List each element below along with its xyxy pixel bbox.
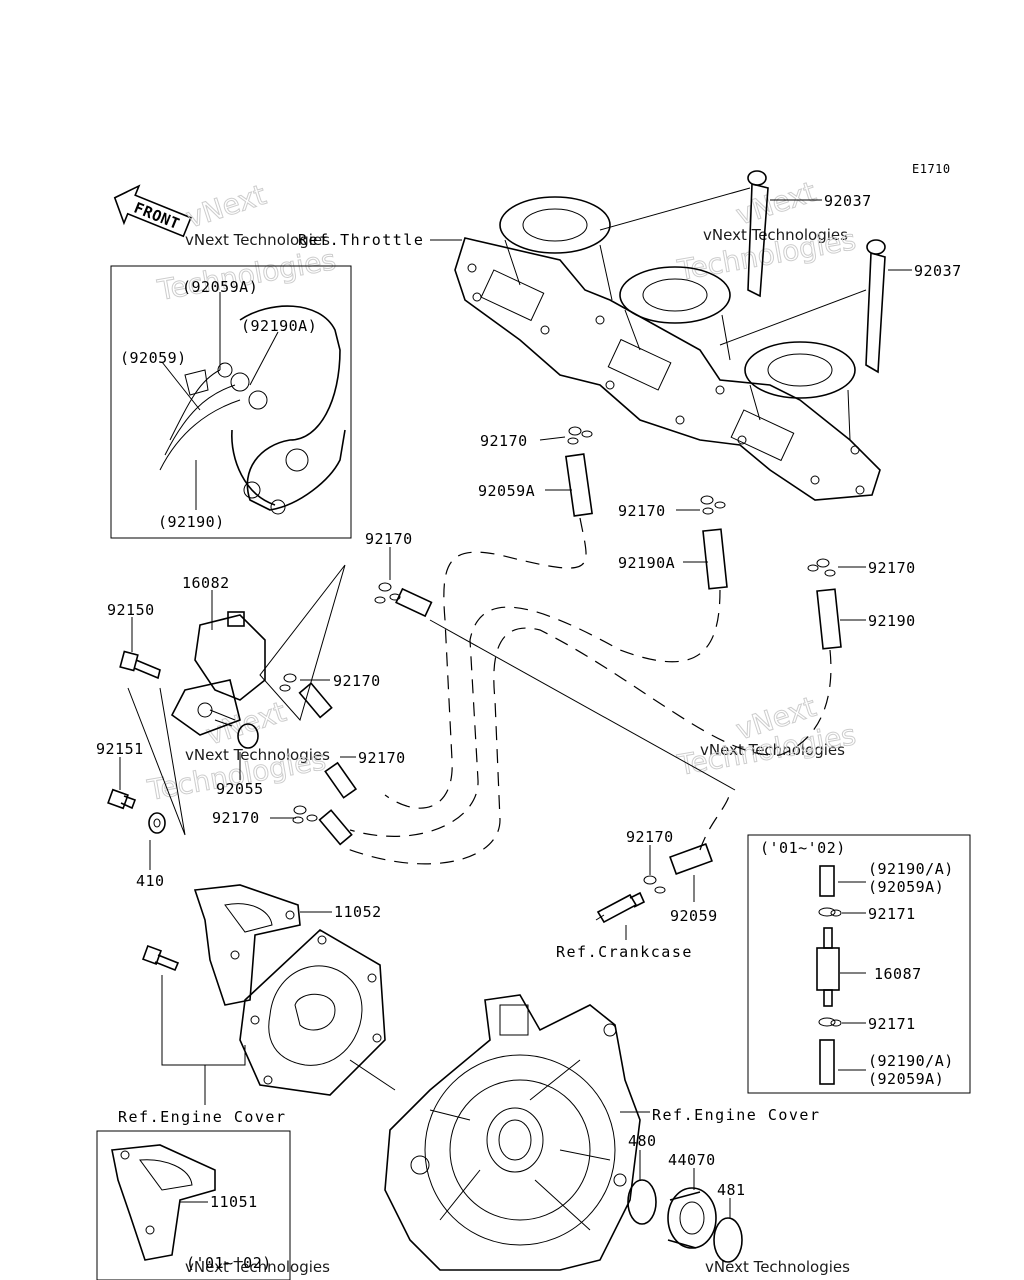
- label-92170-5: 92170: [333, 672, 381, 690]
- svg-text:vNext Technologies: vNext Technologies: [703, 226, 848, 244]
- hose-pieces-left: [298, 587, 433, 846]
- hose-92059: [669, 843, 713, 875]
- label-92151: 92151: [96, 740, 144, 758]
- label-92170-1: 92170: [480, 432, 528, 450]
- bolt-bracket: [142, 945, 180, 972]
- clips-92170: [279, 426, 836, 894]
- inset-label-92059A: (92059A): [182, 278, 258, 296]
- inset-top-left-drawing: [159, 305, 346, 515]
- inset-label-92190A: (92190A): [241, 317, 317, 335]
- label-92170-2: 92170: [618, 502, 666, 520]
- inset-label-92059: (92059): [120, 349, 187, 367]
- seal-480: [627, 1179, 657, 1225]
- inset-right-label-1: (92190/A): [868, 860, 954, 878]
- label-92059: 92059: [670, 907, 718, 925]
- label-92170-3: 92170: [868, 559, 916, 577]
- inset-right-label-4: 16087: [874, 965, 922, 983]
- svg-text:vNext Technologies: vNext Technologies: [185, 1258, 330, 1276]
- inset-right-label-6: (92190/A): [868, 1052, 954, 1070]
- label-480: 480: [628, 1132, 657, 1150]
- valve-16082: [170, 611, 266, 736]
- diagram-code: E1710: [912, 162, 951, 176]
- clamp-92037-b: [865, 239, 886, 374]
- bracket-11052: [193, 884, 301, 1006]
- svg-text:vNext Technologies: vNext Technologies: [700, 741, 845, 759]
- inset-right-drawing: [816, 865, 842, 1085]
- washer-410: [148, 812, 166, 834]
- label-92170-8: 92170: [626, 828, 674, 846]
- engine-cover: [384, 994, 641, 1271]
- inset-right-label-3: 92171: [868, 905, 916, 923]
- crankcase-fitting: [595, 891, 646, 924]
- label-92037-b: 92037: [914, 262, 962, 280]
- hose-line: [429, 619, 736, 791]
- bolt-92151: [107, 788, 137, 810]
- inset-right-label-5: 92171: [868, 1015, 916, 1033]
- hose-92059A: [565, 453, 593, 517]
- label-11051: 11051: [210, 1193, 258, 1211]
- inset-right: [747, 834, 971, 1094]
- svg-text:vNext Technologies: vNext Technologies: [705, 1258, 850, 1276]
- label-92190: 92190: [868, 612, 916, 630]
- inset-right-label-7: (92059A): [868, 1070, 944, 1088]
- hose-routing: [344, 517, 832, 865]
- label-44070: 44070: [668, 1151, 716, 1169]
- label-92059A: 92059A: [478, 482, 535, 500]
- hose-92190: [816, 588, 842, 650]
- ring-92055: [237, 723, 259, 749]
- label-92170-7: 92170: [212, 809, 260, 827]
- inset-bottom-left: [96, 1130, 291, 1280]
- label-92170-6: 92170: [358, 749, 406, 767]
- ref-crankcase: Ref.Crankcase: [556, 943, 693, 961]
- ref-engine-cover-left: Ref.Engine Cover: [118, 1108, 287, 1126]
- label-92150: 92150: [107, 601, 155, 619]
- svg-text:vNext: vNext: [182, 178, 270, 235]
- svg-text:Technologies: Technologies: [155, 243, 339, 307]
- front-arrow: FRONT: [113, 184, 192, 238]
- label-92055: 92055: [216, 780, 264, 798]
- label-16082: 16082: [182, 574, 230, 592]
- clamp-92037-a: [747, 170, 769, 298]
- svg-text:vNext: vNext: [202, 695, 290, 752]
- label-92190A: 92190A: [618, 554, 675, 572]
- label-92170-4: 92170: [365, 530, 413, 548]
- label-481: 481: [717, 1181, 746, 1199]
- bolt-92150: [119, 650, 161, 680]
- label-410: 410: [136, 872, 165, 890]
- inset-top-left: [110, 265, 352, 539]
- inset-right-label-2: (92059A): [868, 878, 944, 896]
- throttle-manifold-drawing: [454, 196, 881, 501]
- ref-throttle: Ref.Throttle: [298, 231, 424, 249]
- label-11052: 11052: [334, 903, 382, 921]
- ref-engine-cover-right: Ref.Engine Cover: [652, 1106, 821, 1124]
- label-92037-a: 92037: [824, 192, 872, 210]
- cover-plate: [239, 929, 386, 1096]
- svg-text:vNext Technologies: vNext Technologies: [185, 746, 330, 764]
- inset-right-year: ('01~'02): [760, 839, 846, 857]
- inset-label-92190: (92190): [158, 513, 225, 531]
- leader: [599, 187, 867, 346]
- svg-text:vNext Technologies: vNext Technologies: [185, 231, 330, 249]
- hose-92190A: [702, 528, 728, 590]
- inset-bottom-left-year: ('01~'02): [186, 1254, 272, 1272]
- bracket-11051: [111, 1144, 216, 1261]
- svg-text:vNext: vNext: [732, 175, 820, 232]
- seal-481: [713, 1217, 743, 1263]
- bearing-44070: [667, 1187, 717, 1249]
